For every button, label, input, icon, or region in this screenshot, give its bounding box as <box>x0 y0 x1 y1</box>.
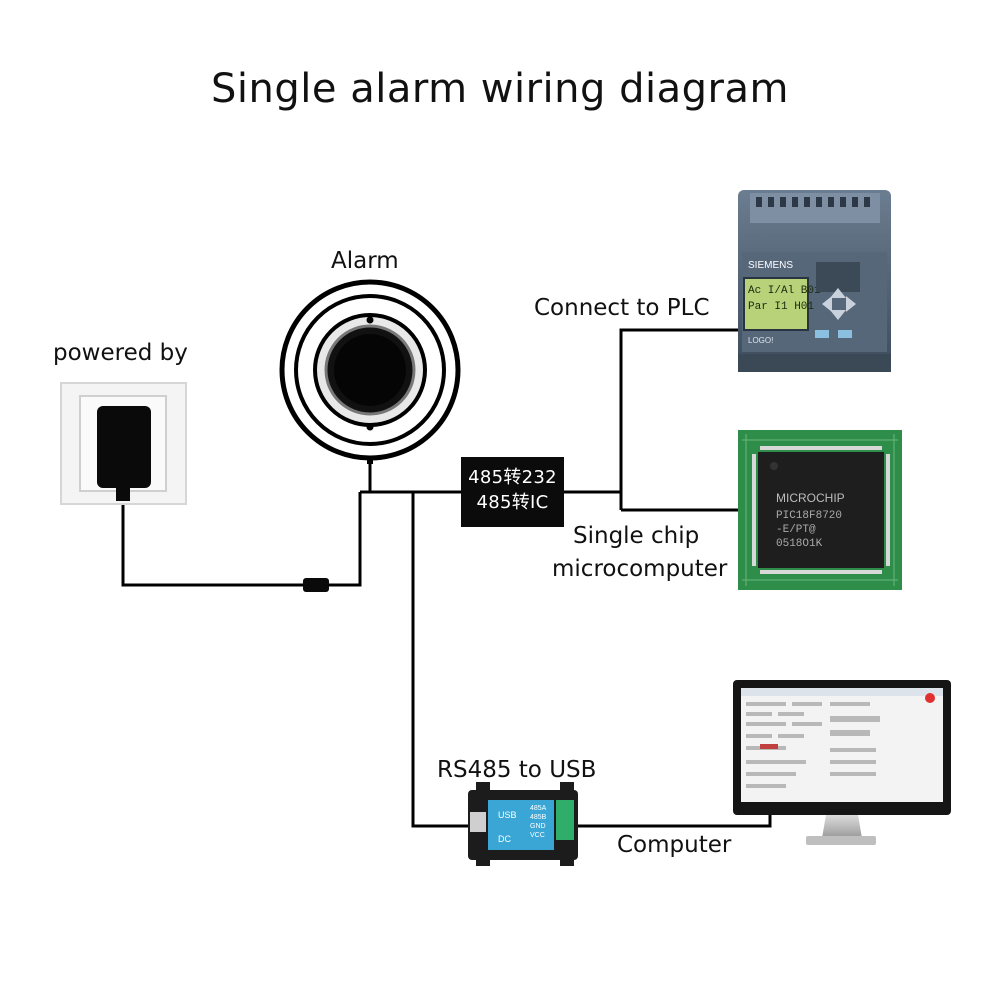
svg-text:DC: DC <box>498 834 511 844</box>
converter-line-2: 485转IC <box>476 492 549 513</box>
svg-text:PIC18F8720: PIC18F8720 <box>776 510 842 522</box>
svg-text:LOGO!: LOGO! <box>748 336 773 345</box>
converter-line-1: 485转232 <box>468 467 557 488</box>
wires <box>121 328 772 828</box>
alarm-label: Alarm <box>331 248 399 274</box>
plc-wire <box>619 328 738 492</box>
alarm-device-icon <box>279 279 461 464</box>
powered-by-label: powered by <box>53 340 188 366</box>
protocol-converter-box: 485转232 485转IC <box>461 457 564 527</box>
usb-converter-label: RS485 to USB <box>437 757 597 783</box>
svg-text:Ac I/Al B01: Ac I/Al B01 <box>748 285 821 297</box>
plug-connector-icon <box>303 578 329 592</box>
svg-text:485A: 485A <box>530 805 547 812</box>
plc-label: Connect to PLC <box>534 295 710 321</box>
mcu-label-line1: Single chip <box>573 523 700 549</box>
svg-text:GND: GND <box>530 823 546 830</box>
plc-device-icon: SIEMENS Ac I/Al B01 Par I1 H01 LOGO! <box>738 190 891 372</box>
usb-converter-module-icon: USB DC 485A 485B GND VCC <box>468 782 578 866</box>
svg-text:-E/PT@: -E/PT@ <box>776 524 816 536</box>
svg-text:USB: USB <box>498 810 517 820</box>
svg-text:485B: 485B <box>530 814 547 821</box>
mcu-chip-icon: MICROCHIP PIC18F8720 -E/PT@ 0518O1K <box>738 430 902 590</box>
mcu-label-line2: microcomputer <box>552 556 728 582</box>
power-socket-icon <box>60 382 187 505</box>
computer-label: Computer <box>617 832 732 858</box>
svg-text:0518O1K: 0518O1K <box>776 538 823 550</box>
svg-text:Par I1 H01: Par I1 H01 <box>748 301 814 313</box>
power-wire <box>121 500 303 587</box>
computer-monitor-icon <box>733 680 951 845</box>
diagram-title: Single alarm wiring diagram <box>211 66 789 112</box>
plc-brand-text: SIEMENS <box>748 260 793 271</box>
power-wire-right <box>328 492 362 587</box>
svg-text:VCC: VCC <box>530 832 545 839</box>
svg-text:MICROCHIP: MICROCHIP <box>776 491 845 505</box>
computer-wire <box>578 810 772 828</box>
usb-drop-wire <box>411 492 468 828</box>
